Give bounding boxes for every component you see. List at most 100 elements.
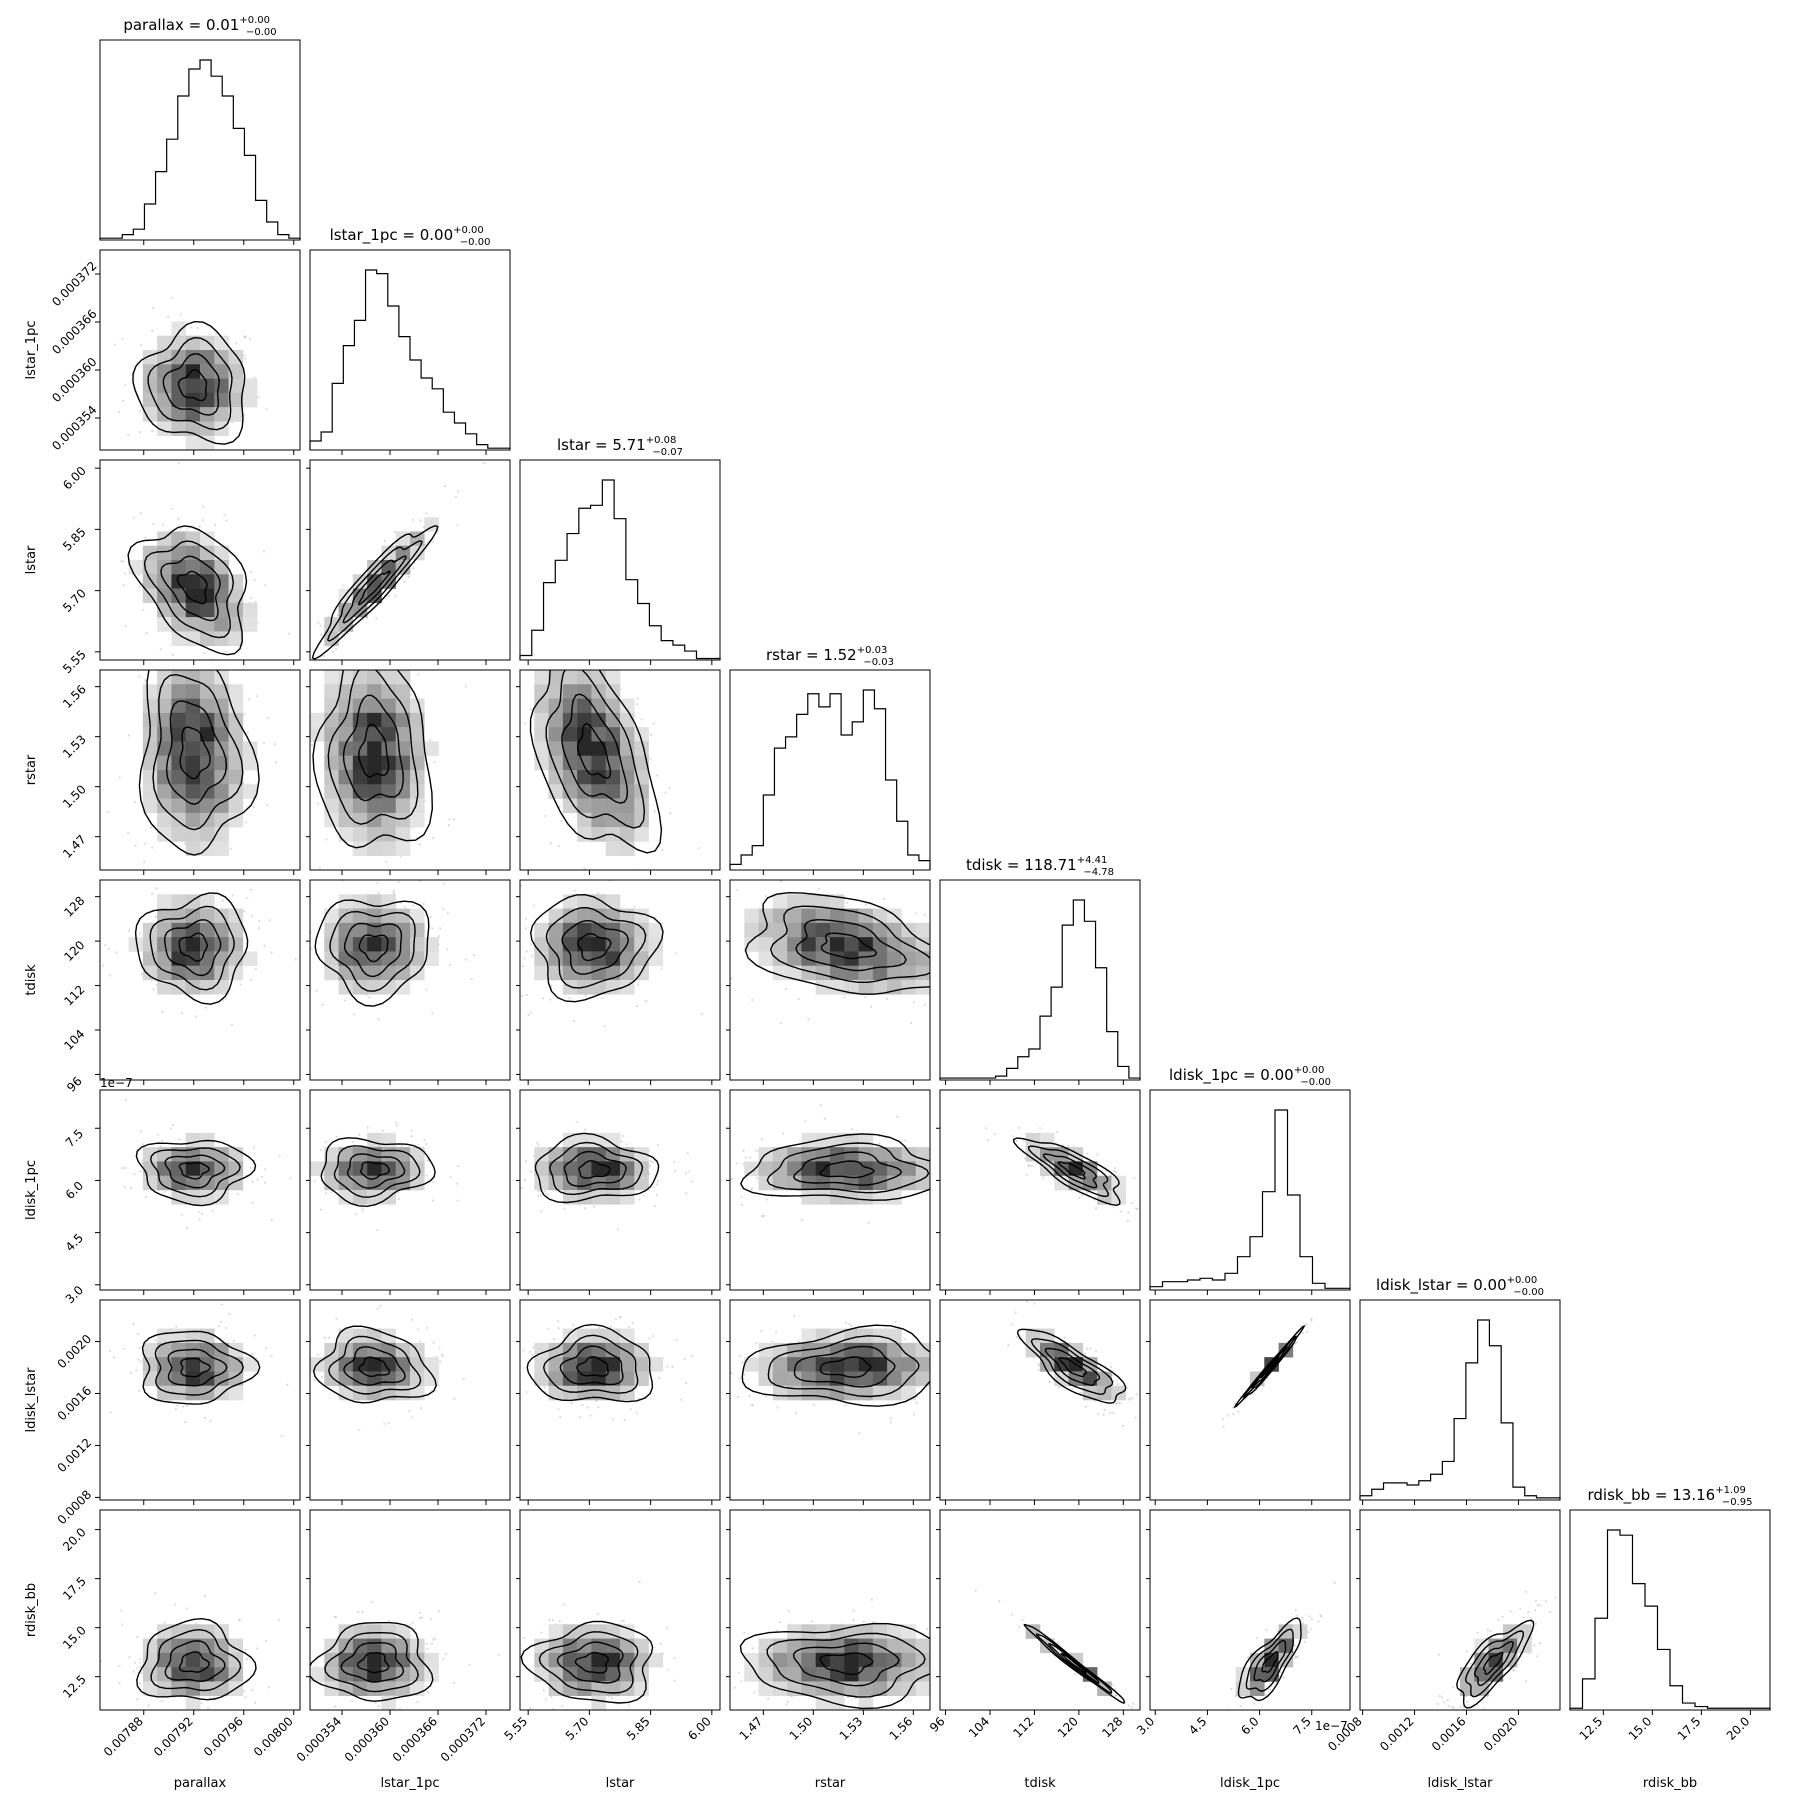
hist-bin: [1200, 1278, 1213, 1290]
panel-frame: [939, 1089, 1141, 1291]
title-value: 5.71: [612, 436, 645, 454]
panel-content: [113, 296, 268, 450]
sample-point: [163, 1621, 166, 1624]
sample-point: [1025, 1300, 1029, 1303]
density-bin: [591, 1190, 607, 1205]
density-bin: [634, 1147, 649, 1162]
sample-point: [286, 1383, 289, 1386]
density-bin: [787, 937, 802, 952]
contour-line: [578, 1160, 611, 1179]
hist-bin: [388, 306, 399, 450]
sample-point: [754, 1149, 757, 1152]
density-bin: [605, 784, 621, 799]
density-bin: [324, 684, 339, 699]
density-bin: [620, 1385, 635, 1401]
sample-point: [223, 513, 226, 517]
sample-point: [118, 1664, 121, 1667]
density-bin: [844, 922, 859, 938]
sample-point: [395, 1121, 398, 1124]
density-bin: [185, 1161, 201, 1177]
sample-point: [470, 977, 473, 981]
density-bin: [844, 980, 859, 995]
density-bin: [395, 784, 411, 799]
sample-point: [398, 1707, 401, 1710]
sample-point: [557, 844, 560, 848]
sample-point: [159, 648, 162, 651]
density-bin: [185, 574, 201, 589]
panel-content: [984, 1126, 1139, 1223]
sample-point: [730, 1177, 733, 1181]
density-bin: [214, 1624, 229, 1639]
panel-frame: [729, 669, 931, 871]
density-bin: [200, 1681, 215, 1697]
density-bin: [901, 1342, 917, 1358]
contour-line: [136, 1617, 257, 1701]
density-bin: [801, 965, 817, 981]
sample-point: [397, 1191, 400, 1194]
sample-point: [1105, 1170, 1108, 1173]
density-bin: [858, 922, 874, 938]
sample-point: [270, 951, 273, 954]
sample-point: [742, 1149, 745, 1152]
sample-point: [251, 1689, 254, 1692]
density-bin: [620, 922, 635, 938]
hist-bin: [852, 722, 863, 870]
density-bin: [548, 1161, 564, 1177]
density-bin: [171, 684, 187, 699]
sample-point: [424, 543, 427, 546]
density-bin: [200, 684, 215, 699]
density-bin: [548, 727, 564, 742]
scatter-panel-ldisk_1pc-ldisk_lstar: [1149, 1299, 1351, 1501]
density-bin: [185, 684, 201, 699]
density-bin: [171, 698, 187, 714]
sample-point: [690, 1180, 694, 1183]
sample-point: [454, 495, 458, 498]
contour-line: [1012, 1137, 1121, 1207]
density-bin: [858, 908, 874, 924]
sample-point: [674, 1170, 677, 1173]
density-bin: [185, 364, 201, 379]
hist-bin: [1608, 1530, 1621, 1710]
sample-point: [387, 1619, 391, 1623]
hist-bin: [133, 229, 144, 240]
density-bin: [410, 698, 425, 714]
sample-point: [631, 1321, 634, 1325]
density-bin: [915, 922, 930, 938]
hist-bin: [1525, 1496, 1537, 1500]
contour-line: [320, 1137, 436, 1208]
sample-point: [656, 1143, 660, 1146]
sample-point: [141, 1143, 144, 1146]
density-bin: [142, 378, 158, 394]
density-bin: [228, 1385, 244, 1401]
density-bin: [787, 922, 802, 938]
sample-point: [1096, 1412, 1100, 1415]
hist-bin: [1118, 1066, 1129, 1080]
density-bin: [395, 727, 411, 742]
contour-line: [561, 919, 629, 975]
sample-point: [573, 889, 576, 892]
hist-bin: [178, 96, 189, 240]
density-bin: [228, 602, 244, 618]
sample-point: [132, 1322, 135, 1326]
sample-point: [392, 889, 396, 892]
density-bin: [228, 1371, 244, 1387]
density-bin: [548, 1371, 564, 1387]
sample-point: [140, 973, 144, 976]
sample-point: [781, 1132, 785, 1135]
sample-point: [1022, 1140, 1026, 1143]
density-bin: [200, 602, 215, 618]
sample-point: [244, 357, 247, 360]
hist-bin: [544, 583, 556, 660]
density-bin: [562, 980, 578, 995]
sample-point: [169, 1127, 172, 1130]
density-bin: [352, 1371, 368, 1387]
density-bin: [801, 908, 817, 924]
sample-point: [444, 1653, 448, 1656]
sample-point: [468, 1663, 471, 1666]
sample-point: [530, 955, 534, 958]
contour-line: [1250, 1346, 1289, 1389]
sample-point: [432, 1341, 435, 1344]
density-bin: [185, 841, 201, 857]
density-bin: [157, 755, 172, 771]
density-bin: [338, 980, 354, 995]
